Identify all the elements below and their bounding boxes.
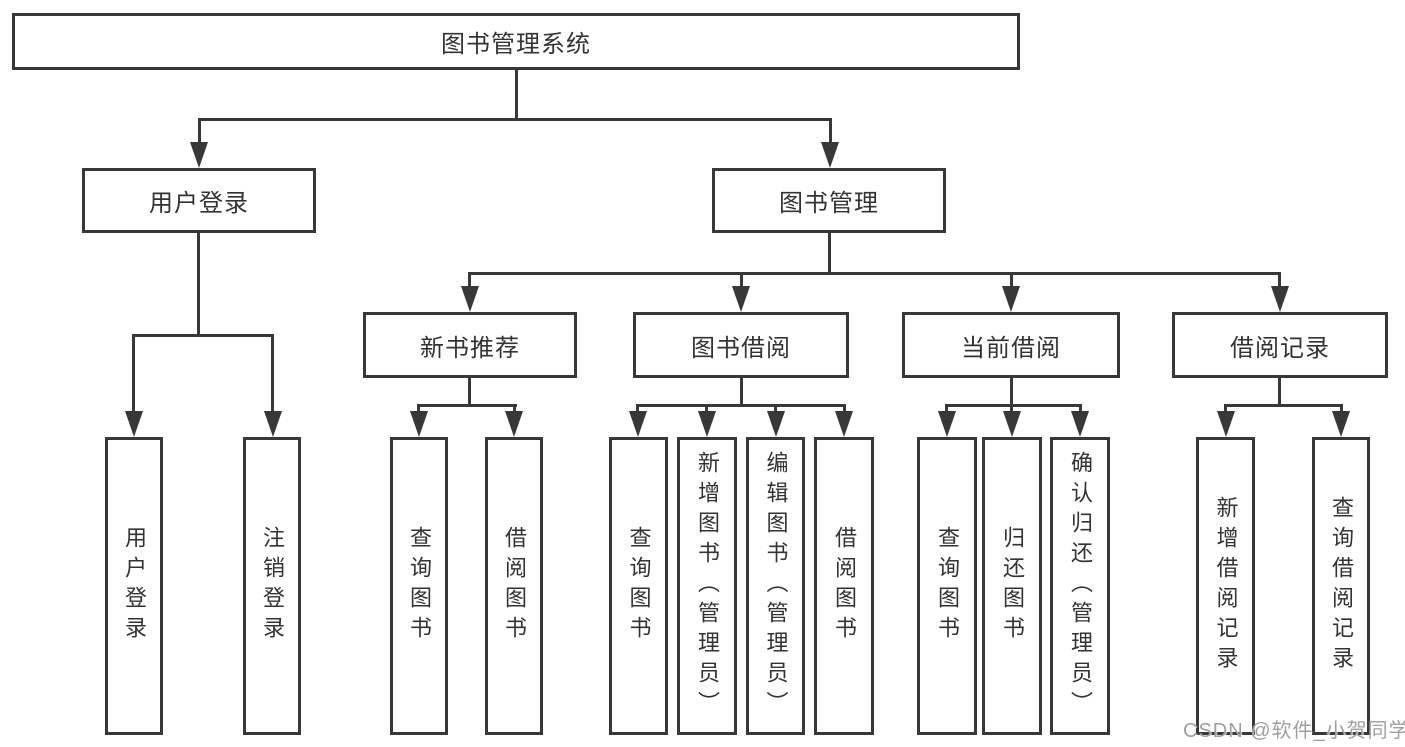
arrowhead-icon bbox=[1217, 411, 1235, 437]
connector-line bbox=[1010, 378, 1013, 407]
arrowhead-icon bbox=[629, 411, 647, 437]
node-new-book-recommendation: 新书推荐 bbox=[363, 312, 577, 378]
leaf-confirm-return-admin: 确认归还（管理员） bbox=[1050, 437, 1110, 735]
connector-line bbox=[705, 404, 708, 417]
arrowhead-icon bbox=[821, 142, 839, 168]
connector-line bbox=[271, 334, 274, 416]
leaf-user-login: 用户登录 bbox=[105, 437, 163, 735]
connector-line bbox=[829, 118, 832, 150]
connector-line bbox=[945, 404, 1082, 407]
connector-line bbox=[417, 404, 517, 407]
connector-line bbox=[740, 378, 743, 407]
node-user-login: 用户登录 bbox=[82, 168, 316, 233]
connector-line bbox=[1224, 404, 1227, 417]
connector-line bbox=[197, 233, 200, 336]
connector-line bbox=[198, 118, 832, 121]
leaf-edit-books-admin: 编辑图书（管理员） bbox=[746, 437, 805, 735]
node-current-borrowing: 当前借阅 bbox=[902, 312, 1120, 378]
arrowhead-icon bbox=[190, 142, 208, 168]
arrowhead-icon bbox=[732, 286, 750, 312]
arrowhead-icon bbox=[1332, 411, 1350, 437]
leaf-query-borrow-record: 查询借阅记录 bbox=[1312, 437, 1370, 735]
arrowhead-icon bbox=[410, 411, 428, 437]
arrowhead-icon bbox=[1071, 411, 1089, 437]
arrowhead-icon bbox=[767, 411, 785, 437]
leaf-logout-login: 注销登录 bbox=[243, 437, 301, 735]
arrowhead-icon bbox=[835, 411, 853, 437]
arrowhead-icon bbox=[1002, 286, 1020, 312]
leaf-query-books-current: 查询图书 bbox=[917, 437, 977, 735]
connector-line bbox=[636, 404, 846, 407]
connector-line bbox=[468, 272, 471, 292]
connector-line bbox=[1340, 404, 1343, 417]
connector-line bbox=[1224, 404, 1343, 407]
leaf-return-books: 归还图书 bbox=[982, 437, 1042, 735]
node-book-management: 图书管理 bbox=[712, 168, 946, 233]
connector-line bbox=[468, 378, 471, 407]
connector-line bbox=[515, 70, 518, 118]
connector-line bbox=[1010, 404, 1013, 417]
connector-line bbox=[132, 334, 274, 337]
watermark: CSDN @软件_小贺同学 bbox=[1183, 720, 1405, 742]
connector-line bbox=[1079, 404, 1082, 417]
connector-line bbox=[417, 404, 420, 417]
connector-line bbox=[774, 404, 777, 417]
leaf-query-books-borrowing: 查询图书 bbox=[609, 437, 668, 735]
connector-line bbox=[828, 233, 831, 274]
leaf-add-books-admin: 新增图书（管理员） bbox=[677, 437, 737, 735]
arrowhead-icon bbox=[264, 411, 282, 437]
leaf-query-books-recommend: 查询图书 bbox=[390, 437, 448, 735]
connector-line bbox=[636, 404, 639, 417]
arrowhead-icon bbox=[938, 411, 956, 437]
node-borrowing-records: 借阅记录 bbox=[1172, 312, 1388, 378]
arrowhead-icon bbox=[461, 286, 479, 312]
connector-line bbox=[1278, 272, 1281, 292]
connector-line bbox=[1010, 272, 1013, 292]
leaf-borrow-books-borrowing: 借阅图书 bbox=[814, 437, 874, 735]
leaf-add-borrow-record: 新增借阅记录 bbox=[1196, 437, 1255, 735]
arrowhead-icon bbox=[1271, 286, 1289, 312]
arrowhead-icon bbox=[505, 411, 523, 437]
node-book-borrowing: 图书借阅 bbox=[633, 312, 849, 378]
connector-line bbox=[513, 404, 516, 417]
node-library-management-system: 图书管理系统 bbox=[12, 13, 1020, 70]
leaf-borrow-books-recommend: 借阅图书 bbox=[485, 437, 543, 735]
arrowhead-icon bbox=[1003, 411, 1021, 437]
connector-line bbox=[1278, 378, 1281, 407]
connector-line bbox=[740, 272, 743, 292]
connector-line bbox=[198, 118, 201, 150]
connector-line bbox=[468, 272, 1281, 275]
connector-line bbox=[945, 404, 948, 417]
connector-line bbox=[843, 404, 846, 417]
arrowhead-icon bbox=[698, 411, 716, 437]
connector-line bbox=[132, 334, 135, 416]
arrowhead-icon bbox=[125, 411, 143, 437]
